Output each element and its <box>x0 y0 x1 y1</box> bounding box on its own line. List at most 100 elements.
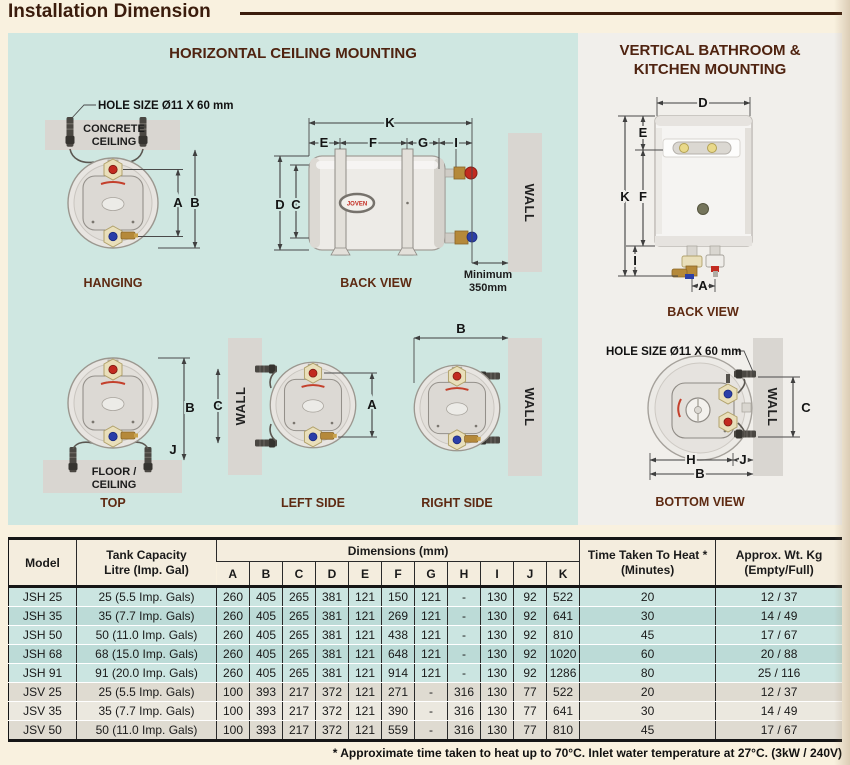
vertical-panel-title: VERTICAL BATHROOM & KITCHEN MOUNTING <box>619 42 801 78</box>
table-footnote: * Approximate time taken to heat up to 7… <box>332 746 842 760</box>
top-caption: TOP <box>100 496 125 510</box>
col-header-dim-a: A <box>216 561 250 587</box>
cell-dim-k: 641 <box>545 606 580 626</box>
horizontal-mounting-diagrams: HOLE SIZE Ø11 X 60 mm CONCRETE CEILING A <box>43 100 542 510</box>
cell-dim-g: - <box>414 682 448 702</box>
col-header-dim-g: G <box>414 561 448 587</box>
dim-a-left-side: A <box>367 397 377 412</box>
cell-dim-g: 121 <box>414 663 448 683</box>
hole-size-label-vertical: HOLE SIZE Ø11 X 60 mm <box>606 346 742 358</box>
wall-label-left-side: WALL <box>233 387 248 426</box>
cell-dim-i: 130 <box>480 606 514 626</box>
cell-capacity: 50 (11.0 Imp. Gals) <box>76 720 217 741</box>
cell-dim-a: 260 <box>216 663 250 683</box>
dim-e-back: E <box>320 135 329 150</box>
cell-model: JSV 25 <box>8 682 77 702</box>
col-header-dim-b: B <box>249 561 283 587</box>
col-header-weight-line2: (Empty/Full) <box>744 562 814 577</box>
cell-capacity: 25 (5.5 Imp. Gals) <box>76 682 217 702</box>
cell-dim-i: 130 <box>480 682 514 702</box>
cell-dim-a: 260 <box>216 606 250 626</box>
cell-dim-h: - <box>447 625 481 645</box>
cell-dim-c: 217 <box>282 720 316 741</box>
concrete-label-2: CEILING <box>92 136 137 148</box>
cell-dim-j: 92 <box>513 644 547 664</box>
floor-label-1: FLOOR / <box>92 466 137 478</box>
dim-f-vertical: F <box>639 189 647 204</box>
cell-dim-h: - <box>447 663 481 683</box>
dim-c-left-side: C <box>213 398 223 413</box>
dim-b-right-side: B <box>456 321 465 336</box>
hole-size-label-horizontal: HOLE SIZE Ø11 X 60 mm <box>98 100 234 112</box>
cell-dim-h: - <box>447 586 481 607</box>
cell-dim-e: 121 <box>348 606 382 626</box>
cell-capacity: 35 (7.7 Imp. Gals) <box>76 606 217 626</box>
cell-dim-d: 381 <box>315 625 349 645</box>
cell-dim-a: 260 <box>216 586 250 607</box>
dim-i-back: I <box>454 135 458 150</box>
dim-i-vertical: I <box>633 253 637 268</box>
heater-front-top <box>67 357 159 449</box>
cell-capacity: 68 (15.0 Imp. Gals) <box>76 644 217 664</box>
cell-dim-b: 393 <box>249 720 283 741</box>
cell-dim-k: 810 <box>545 720 580 741</box>
col-header-dim-i: I <box>480 561 514 587</box>
cell-model: JSV 50 <box>8 720 77 741</box>
col-header-dim-j: J <box>513 561 547 587</box>
cell-dim-b: 405 <box>249 644 283 664</box>
cell-model: JSH 91 <box>8 663 77 683</box>
right-side-caption: RIGHT SIDE <box>421 496 493 510</box>
cell-dim-h: - <box>447 644 481 664</box>
col-header-weight: Approx. Wt. Kg (Empty/Full) <box>715 538 842 587</box>
cell-model: JSH 35 <box>8 606 77 626</box>
cell-dim-j: 77 <box>513 701 547 721</box>
wall-bar-right-side <box>508 338 542 476</box>
cell-dim-f: 271 <box>381 682 415 702</box>
dim-b-top: B <box>185 400 194 415</box>
cell-dim-f: 438 <box>381 625 415 645</box>
horizontal-mounting-panel: HORIZONTAL CEILING MOUNTING <box>8 33 578 525</box>
heater-front-left-side <box>269 361 357 449</box>
cell-dim-i: 130 <box>480 720 514 741</box>
cell-dim-c: 265 <box>282 586 316 607</box>
cell-weight: 14 / 49 <box>715 606 842 626</box>
dim-h-bottom: H <box>686 452 695 467</box>
cell-weight: 12 / 37 <box>715 682 842 702</box>
cell-weight: 12 / 37 <box>715 586 842 607</box>
dim-j-top: J <box>169 442 176 457</box>
col-header-capacity-line2: Litre (Imp. Gal) <box>104 562 189 577</box>
cell-dim-g: 121 <box>414 586 448 607</box>
heater-front-right-side <box>413 364 501 452</box>
cell-dim-i: 130 <box>480 625 514 645</box>
cell-dim-d: 381 <box>315 663 349 683</box>
cell-dim-b: 393 <box>249 701 283 721</box>
cell-dim-d: 372 <box>315 682 349 702</box>
cell-dim-k: 1020 <box>545 644 580 664</box>
cell-time: 45 <box>579 720 716 741</box>
cell-dim-a: 100 <box>216 720 250 741</box>
cell-dim-c: 217 <box>282 701 316 721</box>
dim-d-vertical: D <box>698 95 707 110</box>
cell-dim-f: 648 <box>381 644 415 664</box>
left-side-view-diagram: WALL C A LEFT SIDE <box>211 338 379 510</box>
col-header-time-line1: Time Taken To Heat * <box>587 548 708 563</box>
cell-dim-k: 522 <box>545 586 580 607</box>
cell-dim-b: 405 <box>249 663 283 683</box>
cell-capacity: 50 (11.0 Imp. Gals) <box>76 625 217 645</box>
cell-time: 45 <box>579 625 716 645</box>
floor-label-2: CEILING <box>92 479 137 491</box>
back-view-vertical-diagram: D E K F I A BACK VI <box>618 93 753 319</box>
cell-dim-c: 265 <box>282 663 316 683</box>
cell-dim-k: 522 <box>545 682 580 702</box>
cell-time: 30 <box>579 701 716 721</box>
top-view-diagram: FLOOR / CEILING B J TOP <box>43 357 197 510</box>
cell-dim-g: 121 <box>414 606 448 626</box>
cell-dim-d: 381 <box>315 606 349 626</box>
cell-weight: 17 / 67 <box>715 625 842 645</box>
cell-dim-h: 316 <box>447 682 481 702</box>
